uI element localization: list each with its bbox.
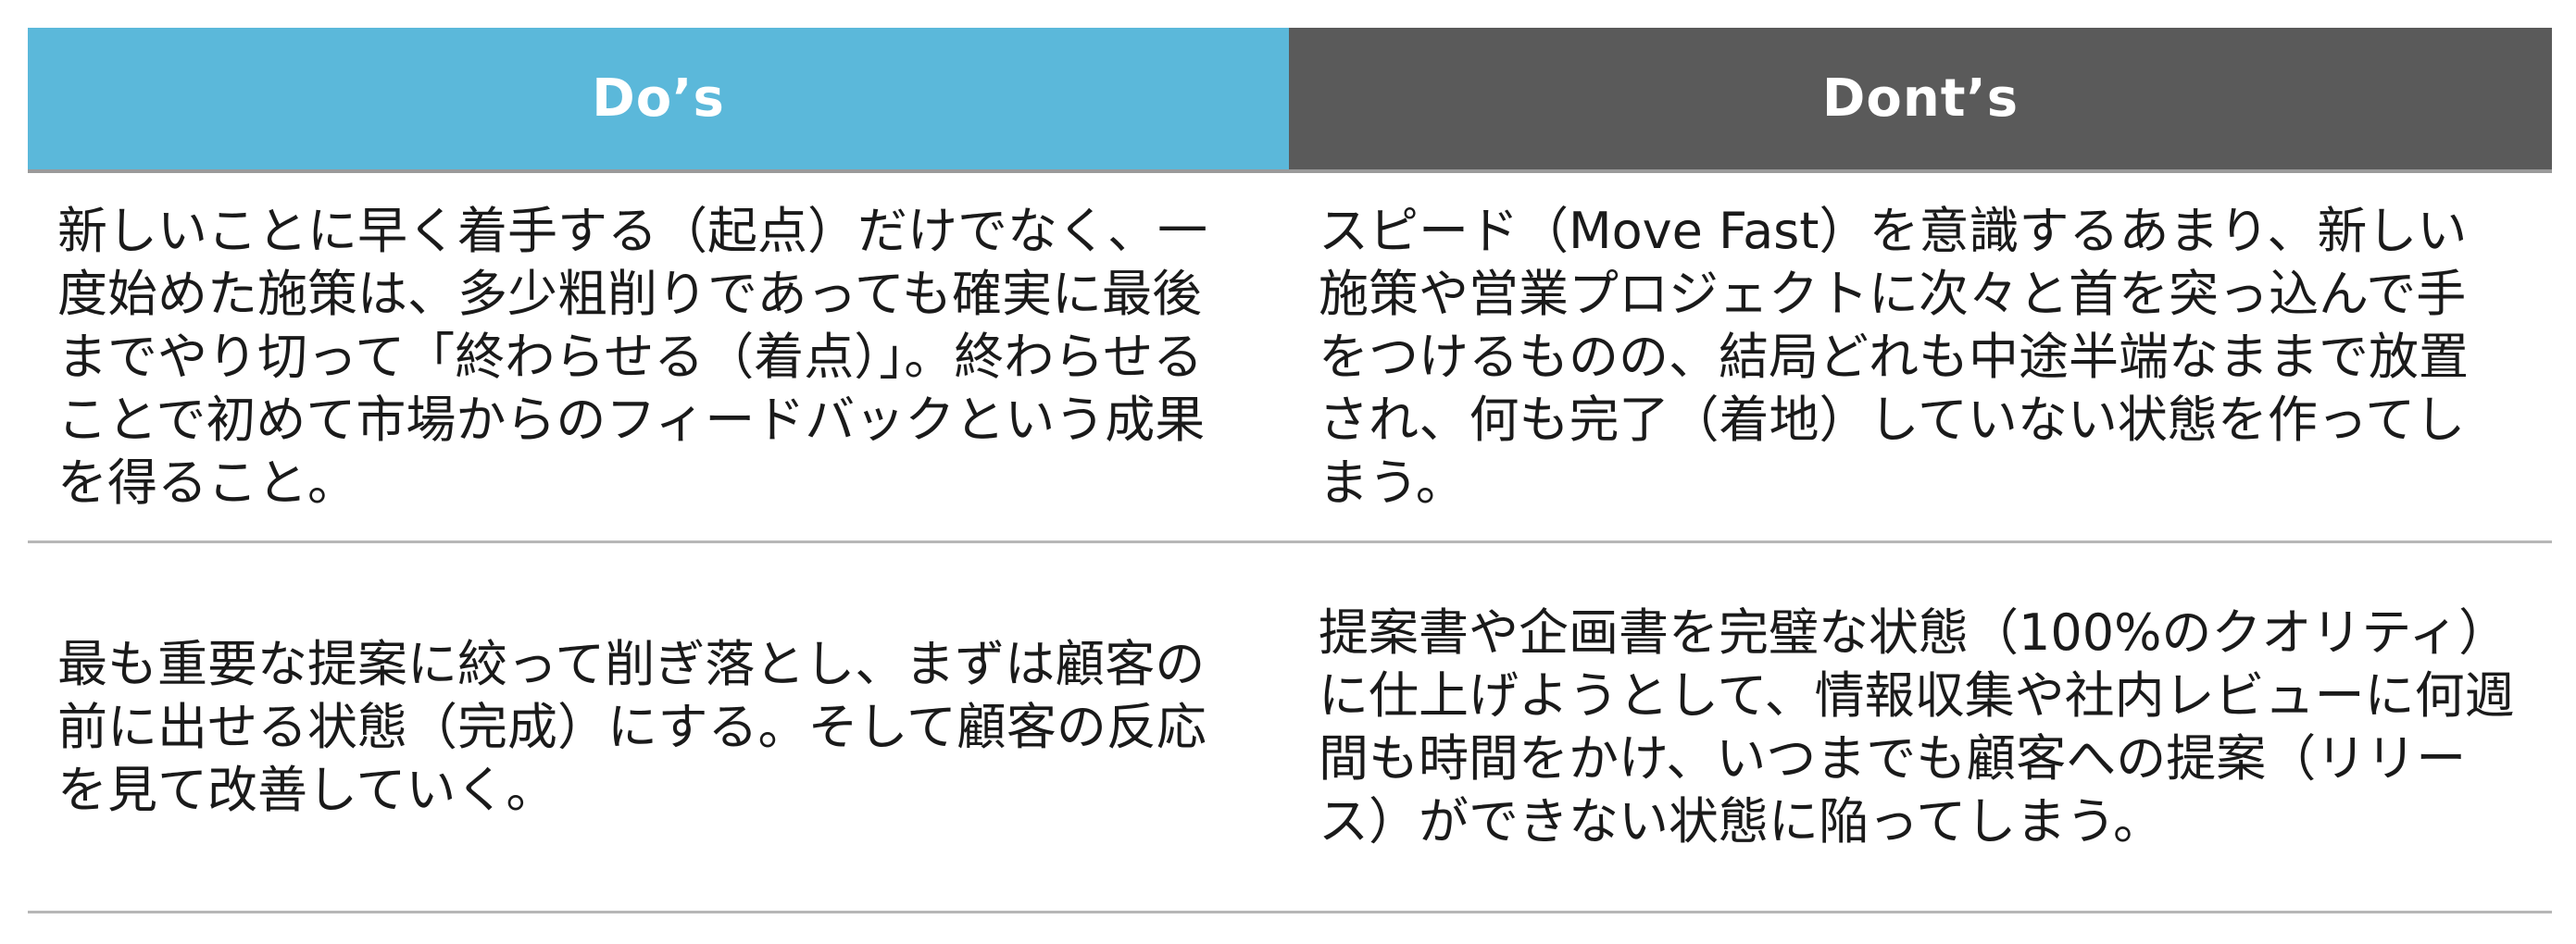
row-1-do-cell: 新しいことに早く着手する（起点）だけでなく、一度始めた施策は、多少粗削りであって… [28,173,1289,540]
header-donts: Dont’s [1289,28,2552,169]
header-divider [28,169,2552,173]
table-header-row: Do’s Dont’s [28,28,2552,169]
row-1-dont-cell: スピード（Move Fast）を意識するあまり、新しい施策や営業プロジェクトに次… [1289,173,2552,540]
row-2-do-cell: 最も重要な提案に絞って削ぎ落とし、まずは顧客の前に出せる状態（完成）にする。そし… [28,543,1289,911]
dos-donts-table: Do’s Dont’s 新しいことに早く着手する（起点）だけでなく、一度始めた施… [28,28,2552,913]
table-row: 最も重要な提案に絞って削ぎ落とし、まずは顧客の前に出せる状態（完成）にする。そし… [28,543,2552,913]
row-2-dont-cell: 提案書や企画書を完璧な状態（100%のクオリティ）に仕上げようとして、情報収集や… [1289,543,2552,911]
row-2-dont-text: 提案書や企画書を完璧な状態（100%のクオリティ）に仕上げようとして、情報収集や… [1319,602,2515,851]
row-1-do-text: 新しいことに早く着手する（起点）だけでなく、一度始めた施策は、多少粗削りであって… [57,201,1207,512]
header-dos: Do’s [28,28,1289,169]
table-row: 新しいことに早く着手する（起点）だけでなく、一度始めた施策は、多少粗削りであって… [28,173,2552,543]
row-1-dont-text: スピード（Move Fast）を意識するあまり、新しい施策や営業プロジェクトに次… [1319,201,2469,512]
row-2-do-text: 最も重要な提案に絞って削ぎ落とし、まずは顧客の前に出せる状態（完成）にする。そし… [57,634,1207,819]
